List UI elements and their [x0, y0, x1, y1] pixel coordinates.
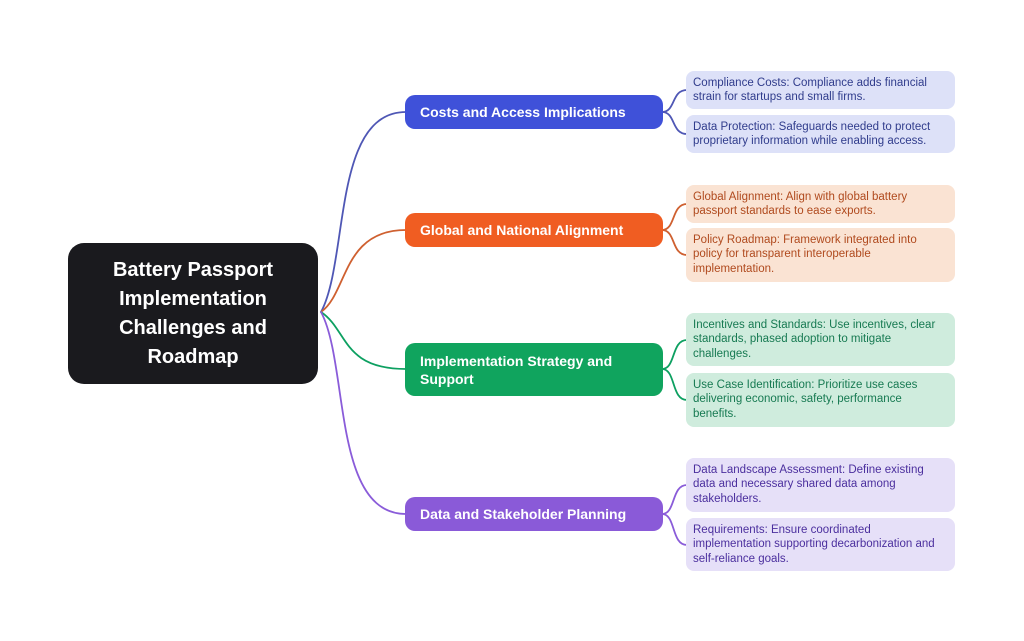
leaf-node-data-protection: Data Protection: Safeguards needed to pr…: [686, 115, 955, 153]
branch-node-global-and-national: Global and National Alignment: [405, 213, 663, 247]
leaf-node-incentives-and-standards: Incentives and Standards: Use incentives…: [686, 313, 955, 366]
connector-branch-implementation-to-leaf-0: [661, 339, 688, 370]
leaf-node-data-landscape-assessment: Data Landscape Assessment: Define existi…: [686, 458, 955, 512]
connector-branch-data-to-leaf-1: [661, 513, 688, 546]
connector-root-to-branch-implementation: [320, 311, 407, 370]
branch-node-data-and-stakeholder: Data and Stakeholder Planning: [405, 497, 663, 531]
leaf-node-policy-roadmap: Policy Roadmap: Framework integrated int…: [686, 228, 955, 282]
connector-branch-costs-to-leaf-0: [661, 89, 688, 113]
branch-label: Data and Stakeholder Planning: [420, 506, 627, 522]
leaf-node-requirements: Requirements: Ensure coordinated impleme…: [686, 518, 955, 571]
connector-branch-implementation-to-leaf-1: [661, 368, 688, 401]
connector-root-to-branch-data: [320, 311, 407, 515]
connector-branch-global-to-leaf-1: [661, 229, 688, 256]
branch-label: Costs and Access Implications: [420, 104, 626, 120]
connector-root-to-branch-global: [320, 229, 407, 313]
branch-node-costs-and-access: Costs and Access Implications: [405, 95, 663, 129]
connector-root-to-branch-costs: [320, 111, 407, 313]
leaf-node-global-alignment: Global Alignment: Align with global batt…: [686, 185, 955, 223]
root-node: Battery Passport Implementation Challeng…: [68, 243, 318, 384]
root-node-label: Battery Passport Implementation Challeng…: [112, 258, 274, 368]
branch-label: Implementation Strategy and Support: [420, 352, 613, 387]
connector-branch-global-to-leaf-0: [661, 203, 688, 231]
leaf-node-compliance-costs: Compliance Costs: Compliance adds financ…: [686, 71, 955, 109]
branch-label: Global and National Alignment: [420, 222, 624, 238]
branch-node-implementation-strategy: Implementation Strategy and Support: [405, 343, 663, 396]
connector-branch-data-to-leaf-0: [661, 484, 688, 515]
leaf-node-use-case-identification: Use Case Identification: Prioritize use …: [686, 373, 955, 427]
connector-branch-costs-to-leaf-1: [661, 111, 688, 135]
